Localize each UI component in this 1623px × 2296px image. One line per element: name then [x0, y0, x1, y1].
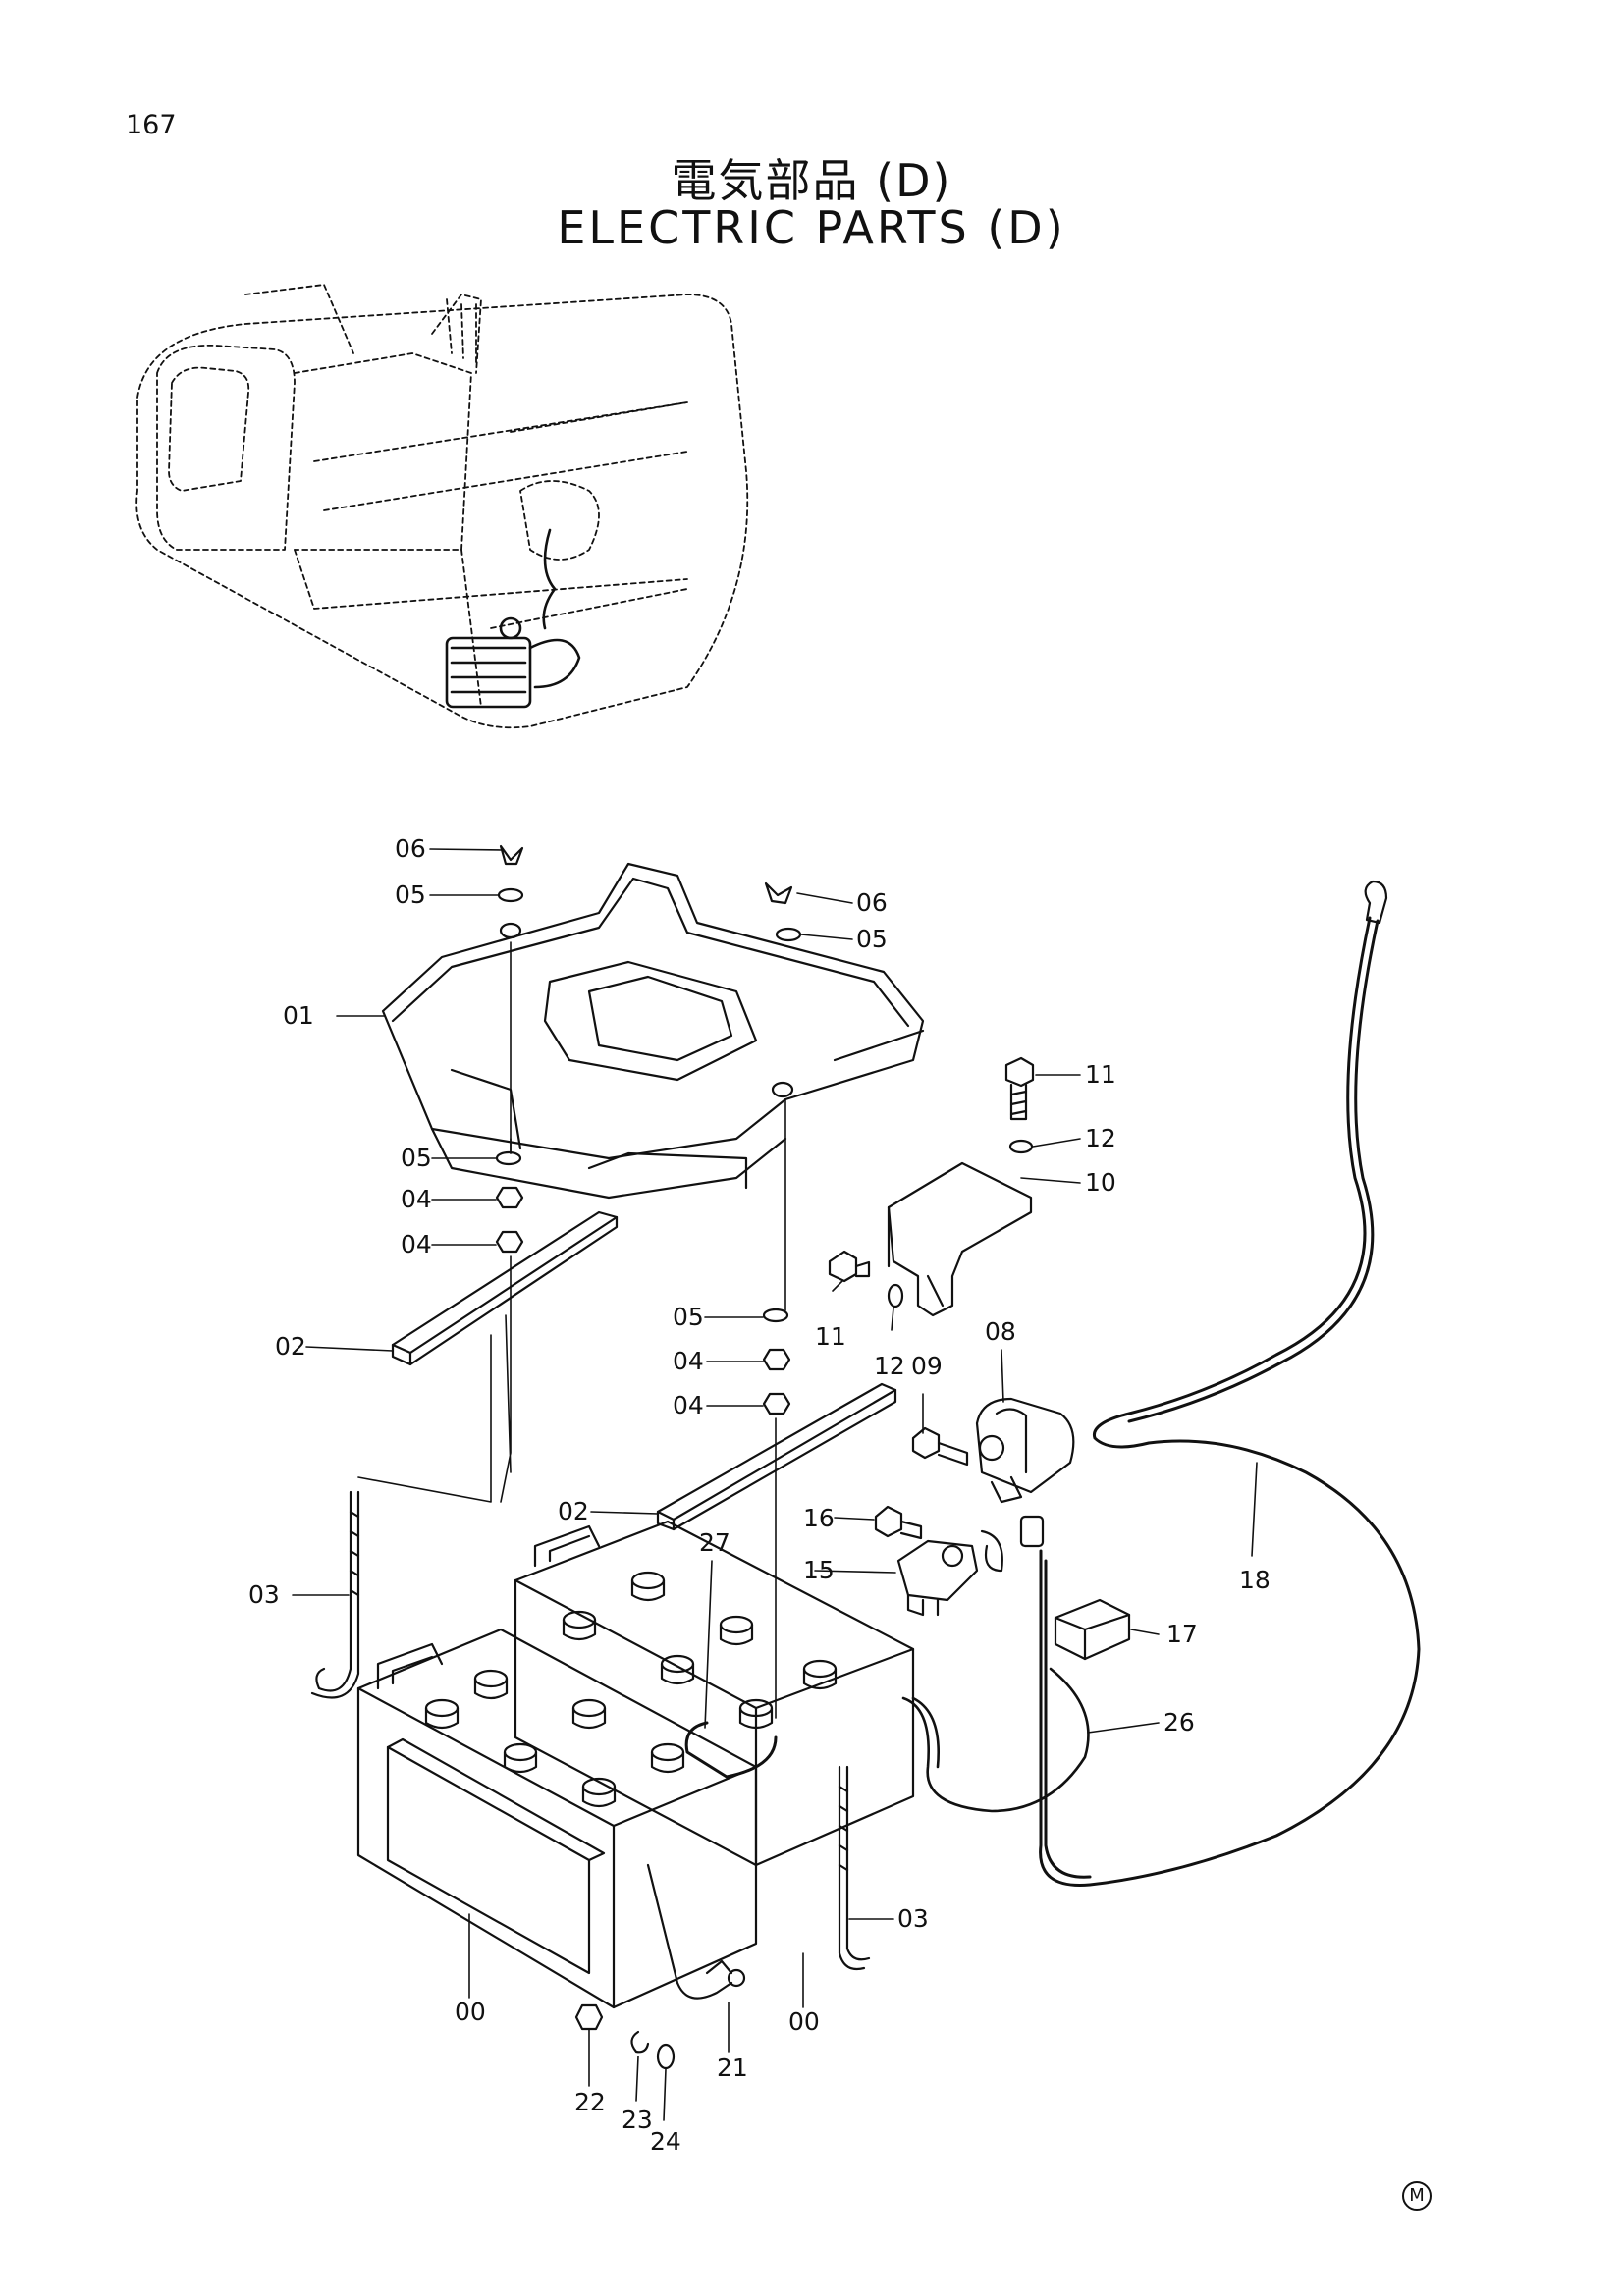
cable-26: [901, 1667, 1090, 1813]
wing-bolt-left: [499, 844, 524, 866]
callout: 10: [1085, 1168, 1116, 1197]
callout: 05: [673, 1303, 704, 1331]
callout-labels: 06 05 06 05 01 11 12 10 05 04 04 11 02 0…: [248, 834, 1271, 2156]
callout: 26: [1163, 1708, 1195, 1736]
battery-posts: [424, 1571, 838, 1808]
battery-rear: [514, 1520, 915, 1867]
callout: 23: [622, 2106, 653, 2134]
leader-lines: [292, 848, 1258, 2121]
callout: 12: [1085, 1124, 1116, 1152]
callout: 04: [673, 1391, 704, 1419]
machine-overview: [135, 284, 749, 729]
callout: 27: [699, 1528, 730, 1557]
callout: 17: [1166, 1620, 1198, 1648]
maker-mark: M: [1402, 2181, 1432, 2211]
callout: 12: [874, 1352, 905, 1380]
relay: [975, 1397, 1075, 1504]
battery-highlight: [445, 528, 581, 709]
callout: 02: [275, 1332, 306, 1361]
bolt-mid: [828, 1250, 871, 1283]
callout: 15: [803, 1556, 835, 1584]
harness-terminal: [1364, 880, 1388, 925]
callout: 11: [1085, 1060, 1116, 1089]
bracket: [887, 1161, 1033, 1317]
callout: 16: [803, 1504, 835, 1532]
callout: 08: [985, 1317, 1016, 1346]
callout: 05: [856, 925, 888, 953]
bolt-top: [1004, 1056, 1035, 1121]
callout: 00: [788, 2007, 820, 2036]
callout: 18: [1239, 1566, 1271, 1594]
bolt-16: [874, 1505, 923, 1540]
ground-cable: [646, 1863, 746, 2000]
callout: 04: [401, 1185, 432, 1213]
callout: 04: [401, 1230, 432, 1258]
hold-rod-right: [838, 1765, 871, 1971]
cable-27: [684, 1721, 778, 1779]
callout: 06: [395, 834, 426, 863]
callout: 09: [911, 1352, 943, 1380]
callout: 01: [283, 1001, 314, 1030]
callout: 24: [650, 2127, 681, 2156]
callout: 03: [897, 1904, 929, 1933]
battery-front: [356, 1628, 758, 2009]
battery-cover: [381, 862, 925, 1200]
callout: 03: [248, 1580, 280, 1609]
harness-18: [1039, 916, 1421, 1887]
callout: 21: [717, 2054, 748, 2082]
callout: 00: [455, 1998, 486, 2026]
wing-bolt-right: [764, 881, 793, 905]
callout: 05: [401, 1144, 432, 1172]
callout: 11: [815, 1322, 846, 1351]
title-english: ELECTRIC PARTS (D): [557, 201, 1066, 254]
callout: 02: [558, 1497, 589, 1525]
callout: 05: [395, 881, 426, 909]
relay-15: [896, 1539, 979, 1617]
callout: 04: [673, 1347, 704, 1375]
bolt-09: [911, 1426, 969, 1467]
title-japanese: 電気部品 (D): [671, 154, 952, 207]
callout: 22: [574, 2088, 606, 2116]
callout: 06: [856, 888, 888, 917]
connector-17: [1054, 1598, 1131, 1661]
hold-rod-left: [310, 1490, 360, 1699]
page-number: 167: [126, 110, 177, 140]
